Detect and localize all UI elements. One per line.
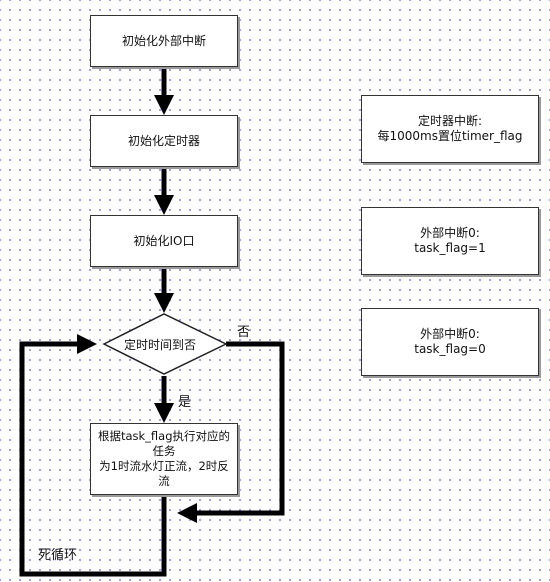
decision-diamond: [102, 313, 228, 375]
action-box: 根据task_flag执行对应的 任务 为1时流水灯正流，2时反 流: [90, 423, 238, 495]
action-text-line-4: 流: [158, 474, 170, 488]
ext0-a-line-1: 外部中断0:: [420, 226, 480, 240]
ext0-note-b: 外部中断0: task_flag=0: [361, 308, 539, 376]
ext0-b-line-1: 外部中断0:: [420, 327, 480, 341]
action-text-line-1: 根据task_flag执行对应的: [97, 429, 231, 443]
no-label: 否: [237, 325, 251, 340]
timer-isr-line-1: 定时器中断:: [417, 114, 483, 128]
ext0-note-a: 外部中断0: task_flag=1: [361, 207, 539, 275]
init-interrupt-text: 初始化外部中断: [121, 33, 206, 48]
init-interrupt-box: 初始化外部中断: [90, 15, 238, 67]
init-timer-text: 初始化定时器: [127, 133, 200, 148]
ext0-b-line-2: task_flag=0: [414, 342, 486, 356]
ext0-a-line-2: task_flag=1: [414, 241, 486, 255]
decision-text: 定时时间到否: [124, 338, 197, 352]
loop-label: 死循环: [38, 548, 78, 563]
arrow-no-branch: [177, 341, 285, 523]
init-io-text: 初始化IO口: [133, 233, 195, 248]
action-text-line-3: 为1时流水灯正流，2时反: [99, 459, 229, 473]
timer-isr-note: 定时器中断: 每1000ms置位timer_flag: [361, 95, 539, 163]
arrow-loop-back: [19, 334, 167, 577]
yes-label: 是: [178, 395, 192, 410]
init-timer-box: 初始化定时器: [90, 115, 238, 167]
timer-isr-line-2: 每1000ms置位timer_flag: [377, 129, 523, 143]
action-text-line-2: 任务: [152, 444, 176, 458]
init-io-box: 初始化IO口: [90, 215, 238, 267]
